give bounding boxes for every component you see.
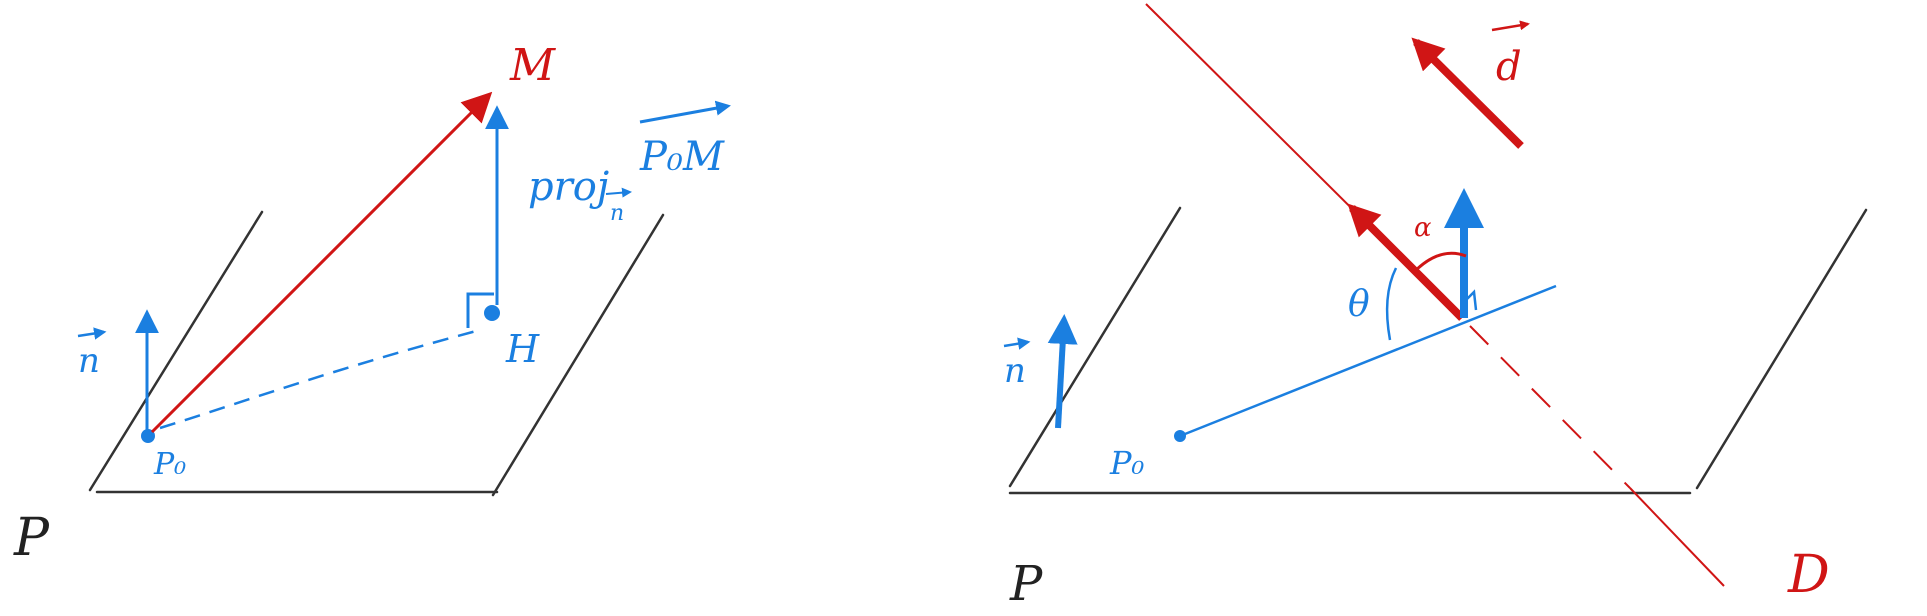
left-plane xyxy=(88,210,665,497)
left-plane-right-edge xyxy=(491,213,665,497)
right-projected-line xyxy=(1179,284,1557,438)
right-normal-label: n xyxy=(1003,337,1031,391)
right-theta-label: θ xyxy=(1348,284,1370,325)
left-proj-subscript-arrow xyxy=(605,187,632,198)
left-m-label: M xyxy=(509,40,556,91)
right-normal-label-arrow xyxy=(1003,337,1031,350)
left-p0h-dashed xyxy=(159,328,481,430)
left-p0m-vector xyxy=(150,91,493,434)
right-theta-arc xyxy=(1385,267,1398,341)
left-proj-subscript: n xyxy=(610,201,624,226)
right-plane-left-edge xyxy=(1008,206,1182,488)
right-direction-vector-d xyxy=(1411,37,1524,149)
left-p0-point xyxy=(141,429,155,443)
right-p0-point xyxy=(1174,430,1186,442)
right-d-label-text: d xyxy=(1496,44,1522,90)
right-normal-vector xyxy=(1047,314,1078,429)
right-right-angle-mark xyxy=(1465,289,1478,311)
right-line-d-lower xyxy=(1629,487,1725,587)
right-d-label: d xyxy=(1491,20,1530,90)
left-proj-text: proj xyxy=(528,164,609,210)
left-h-point xyxy=(484,305,500,321)
left-projection-label: proj n P₀M xyxy=(528,100,731,226)
left-plane-left-edge xyxy=(88,210,264,492)
right-d-label-arrow xyxy=(1491,20,1530,32)
left-proj-vector-text: P₀M xyxy=(639,134,725,180)
right-plane-label: P xyxy=(1009,556,1043,612)
left-normal-label-text: n xyxy=(78,341,100,381)
right-alpha-label: α xyxy=(1414,213,1432,243)
left-proj-vector-arrow xyxy=(639,100,731,124)
right-plane-right-edge xyxy=(1695,208,1868,490)
left-figure: P n P₀ M H proj n P₀M xyxy=(13,40,731,568)
right-normal-label-text: n xyxy=(1004,351,1026,391)
left-right-angle-mark xyxy=(466,292,494,328)
left-normal-label-arrow xyxy=(77,327,107,340)
right-alpha-arc xyxy=(1412,251,1467,274)
left-normal-label: n xyxy=(77,327,107,381)
right-plane xyxy=(1008,206,1868,495)
left-p0-label: P₀ xyxy=(153,447,186,482)
right-line-d-dashed xyxy=(1469,325,1631,489)
right-p0-label: P₀ xyxy=(1109,444,1145,482)
right-line-d-label: D xyxy=(1787,545,1830,605)
right-d-vector-on-line xyxy=(1347,203,1465,321)
right-figure: P n P₀ d D θ α xyxy=(1003,3,1868,612)
left-plane-label: P xyxy=(13,508,50,568)
left-h-label: H xyxy=(505,327,540,371)
